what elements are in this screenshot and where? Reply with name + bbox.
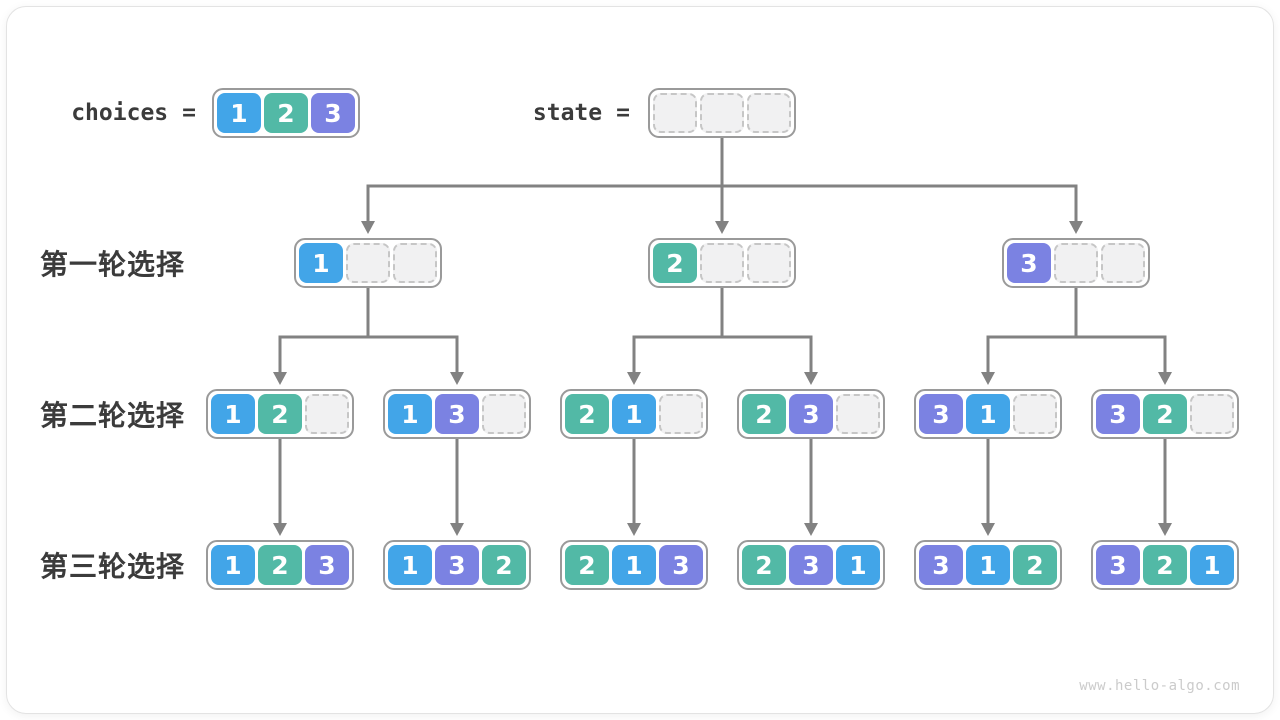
- value-cell: 3: [435, 545, 479, 585]
- value-cell: 2: [258, 394, 302, 434]
- empty-slot: [836, 394, 880, 434]
- state-node-r1-2: 2: [648, 238, 796, 288]
- empty-slot: [700, 93, 744, 133]
- value-cell: 1: [388, 394, 432, 434]
- watermark: www.hello-algo.com: [1079, 678, 1240, 694]
- state-word: state: [532, 100, 603, 126]
- value-cell: 2: [1013, 545, 1057, 585]
- empty-slot: [747, 243, 791, 283]
- value-cell: 1: [1190, 545, 1234, 585]
- value-cell: 3: [1007, 243, 1051, 283]
- empty-slot: [659, 394, 703, 434]
- value-cell: 1: [299, 243, 343, 283]
- value-cell: 3: [919, 394, 963, 434]
- value-cell: 3: [311, 93, 355, 133]
- value-cell: 3: [789, 394, 833, 434]
- value-cell: 3: [919, 545, 963, 585]
- value-cell: 2: [653, 243, 697, 283]
- empty-slot: [653, 93, 697, 133]
- row-label-round-1: 第一轮选择: [40, 249, 186, 280]
- empty-slot: [747, 93, 791, 133]
- empty-slot: [393, 243, 437, 283]
- value-cell: 3: [1096, 394, 1140, 434]
- choices-label: choices =: [40, 88, 196, 138]
- value-cell: 3: [659, 545, 703, 585]
- value-cell: 1: [388, 545, 432, 585]
- value-cell: 2: [264, 93, 308, 133]
- value-cell: 1: [966, 394, 1010, 434]
- value-cell: 1: [211, 394, 255, 434]
- value-cell: 3: [435, 394, 479, 434]
- equals-sign: =: [616, 100, 630, 126]
- value-cell: 3: [305, 545, 349, 585]
- equals-sign: =: [182, 100, 196, 126]
- value-cell: 1: [836, 545, 880, 585]
- value-cell: 2: [1143, 394, 1187, 434]
- state-array: [648, 88, 796, 138]
- value-cell: 2: [565, 394, 609, 434]
- value-cell: 1: [612, 545, 656, 585]
- value-cell: 2: [565, 545, 609, 585]
- value-cell: 2: [742, 394, 786, 434]
- empty-slot: [1190, 394, 1234, 434]
- value-cell: 1: [966, 545, 1010, 585]
- empty-slot: [482, 394, 526, 434]
- value-cell: 3: [1096, 545, 1140, 585]
- empty-slot: [1054, 243, 1098, 283]
- state-node-r1-3: 3: [1002, 238, 1150, 288]
- row-label-round-2: 第二轮选择: [40, 400, 186, 431]
- empty-slot: [1101, 243, 1145, 283]
- value-cell: 1: [612, 394, 656, 434]
- value-cell: 1: [217, 93, 261, 133]
- empty-slot: [346, 243, 390, 283]
- value-cell: 3: [789, 545, 833, 585]
- value-cell: 2: [482, 545, 526, 585]
- row-label-round-3: 第三轮选择: [40, 551, 186, 582]
- value-cell: 1: [211, 545, 255, 585]
- empty-slot: [1013, 394, 1057, 434]
- empty-slot: [305, 394, 349, 434]
- empty-slot: [700, 243, 744, 283]
- state-node-r1-1: 1: [294, 238, 442, 288]
- value-cell: 2: [742, 545, 786, 585]
- choices-word: choices: [71, 100, 169, 126]
- state-label: state =: [470, 88, 630, 138]
- value-cell: 2: [258, 545, 302, 585]
- value-cell: 2: [1143, 545, 1187, 585]
